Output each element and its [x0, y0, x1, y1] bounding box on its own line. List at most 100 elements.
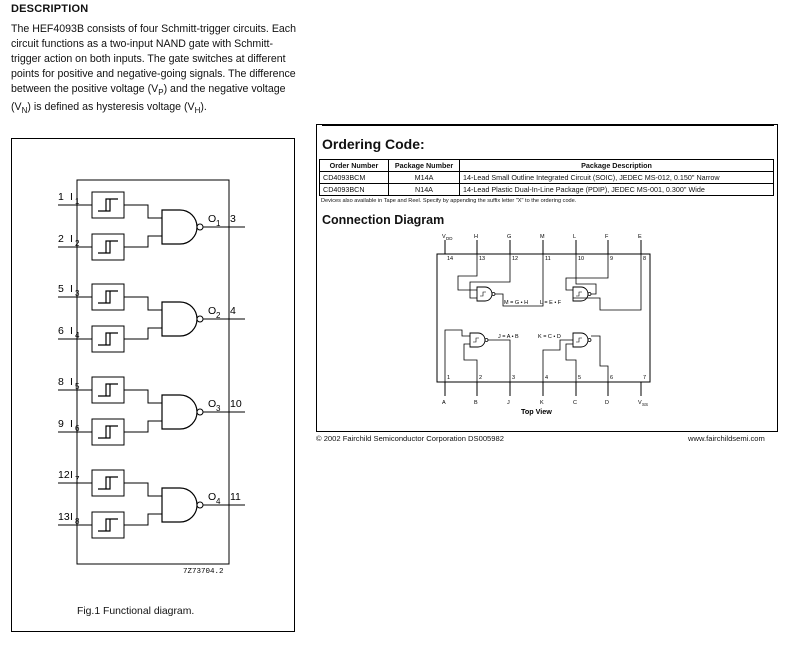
wire [565, 254, 609, 291]
schmitt-trigger-icon [576, 291, 582, 297]
top-view-label: Top View [521, 407, 552, 416]
website-footer: www.fairchildsemi.com [688, 434, 765, 443]
wire [488, 339, 511, 382]
pin-label: K [540, 400, 544, 406]
schmitt-trigger-icon [98, 332, 118, 346]
schmitt-trigger-box [91, 418, 125, 446]
ordering-code-title: Ordering Code: [322, 136, 425, 152]
drawing-code: 7Z73704.2 [183, 568, 224, 576]
ordering-code-table: Order Number Package Number Package Desc… [319, 159, 774, 196]
input-label: I [70, 469, 73, 481]
input-pin-number: 12 [58, 469, 70, 481]
description-body: The HEF4093B consists of four Schmitt-tr… [11, 22, 301, 118]
nand-gate-icon [572, 286, 589, 302]
wire [124, 204, 162, 219]
input-pin-number: 6 [58, 325, 64, 337]
wire [469, 254, 511, 299]
output-label-subscript: 3 [216, 404, 221, 413]
schmitt-trigger-icon [473, 337, 479, 343]
output-label: O [208, 398, 216, 410]
wire [124, 389, 162, 404]
nand-gate-icon [161, 209, 198, 245]
pin-number: 11 [545, 256, 551, 262]
schmitt-trigger-box [91, 191, 125, 219]
nand-gate-icon [469, 332, 486, 348]
wire [124, 513, 162, 526]
panel-top-rule [322, 124, 774, 126]
wire [124, 235, 162, 248]
wire [573, 254, 642, 311]
inversion-bubble [587, 338, 592, 342]
gate-equation: L = E • F [540, 300, 562, 306]
pin-number: 7 [643, 375, 646, 381]
table-row: CD4093BCN N14A 14-Lead Plastic Dual-In-L… [319, 183, 774, 196]
wire [565, 343, 577, 382]
pin-number: 12 [512, 256, 518, 262]
schmitt-trigger-box [91, 376, 125, 404]
description-title: DESCRIPTION [11, 3, 89, 15]
nand-gate-icon [161, 394, 198, 430]
output-label: O [208, 213, 216, 225]
pin-label: H [474, 234, 478, 240]
package-description: 14-Lead Plastic Dual-In-Line Package (PD… [459, 183, 774, 196]
pin-label: B [474, 400, 478, 406]
wire [463, 343, 478, 382]
pin-number: 1 [447, 375, 450, 381]
schmitt-trigger-icon [98, 198, 118, 212]
schmitt-trigger-icon [98, 290, 118, 304]
input-pin-number: 13 [58, 511, 70, 523]
pin-label: F [605, 234, 609, 240]
pin-number: 4 [545, 375, 548, 381]
pin-label: M [540, 234, 545, 240]
output-pin-number: 4 [230, 305, 236, 317]
nand-gate-icon [476, 286, 493, 302]
pin-label: V [442, 234, 446, 240]
gate-equation: K = C • D [538, 334, 561, 340]
output-pin-number: 3 [230, 213, 236, 225]
input-label: I [70, 325, 73, 337]
pin-label: E [638, 234, 642, 240]
ic-body-outline [76, 179, 230, 565]
ordering-note: Devices also available in Tape and Reel.… [321, 198, 577, 204]
input-label: I [70, 191, 73, 203]
nand-gate-icon [572, 332, 589, 348]
pin-label-subscript: DD [446, 236, 453, 241]
order-number: CD4093BCN [319, 183, 389, 196]
pin-number: 9 [610, 256, 613, 262]
pin-label: A [442, 400, 446, 406]
pin-label: D [605, 400, 609, 406]
schmitt-trigger-box [91, 469, 125, 497]
pin-number: 13 [479, 256, 485, 262]
copyright-footer: © 2002 Fairchild Semiconductor Corporati… [316, 434, 504, 443]
schmitt-trigger-box [91, 283, 125, 311]
wire [124, 420, 162, 433]
wire [495, 254, 544, 307]
connection-diagram-title: Connection Diagram [322, 213, 445, 227]
schmitt-trigger-icon [480, 291, 486, 297]
wire [124, 482, 162, 497]
gate-equation: J = A • B [498, 334, 519, 340]
wire [575, 254, 597, 295]
schmitt-trigger-box [91, 233, 125, 261]
output-label-subscript: 2 [216, 311, 221, 320]
pin-number: 6 [610, 375, 613, 381]
functional-diagram-caption: Fig.1 Functional diagram. [77, 606, 195, 617]
input-pin-number: 9 [58, 418, 64, 430]
wire [542, 339, 573, 382]
output-label: O [208, 305, 216, 317]
input-label: I [70, 376, 73, 388]
pin-label: J [507, 400, 510, 406]
nand-gate-icon [161, 487, 198, 523]
ic-package-outline [436, 253, 651, 383]
wire [457, 254, 478, 291]
pin-label: L [573, 234, 576, 240]
pin-number: 8 [643, 256, 646, 262]
schmitt-trigger-icon [98, 240, 118, 254]
input-pin-number: 8 [58, 376, 64, 388]
input-label: I [70, 511, 73, 523]
inversion-bubble [491, 292, 496, 296]
input-pin-number: 5 [58, 283, 64, 295]
description-text: The HEF4093B consists of four Schmitt-tr… [11, 23, 296, 116]
input-label: I [70, 418, 73, 430]
